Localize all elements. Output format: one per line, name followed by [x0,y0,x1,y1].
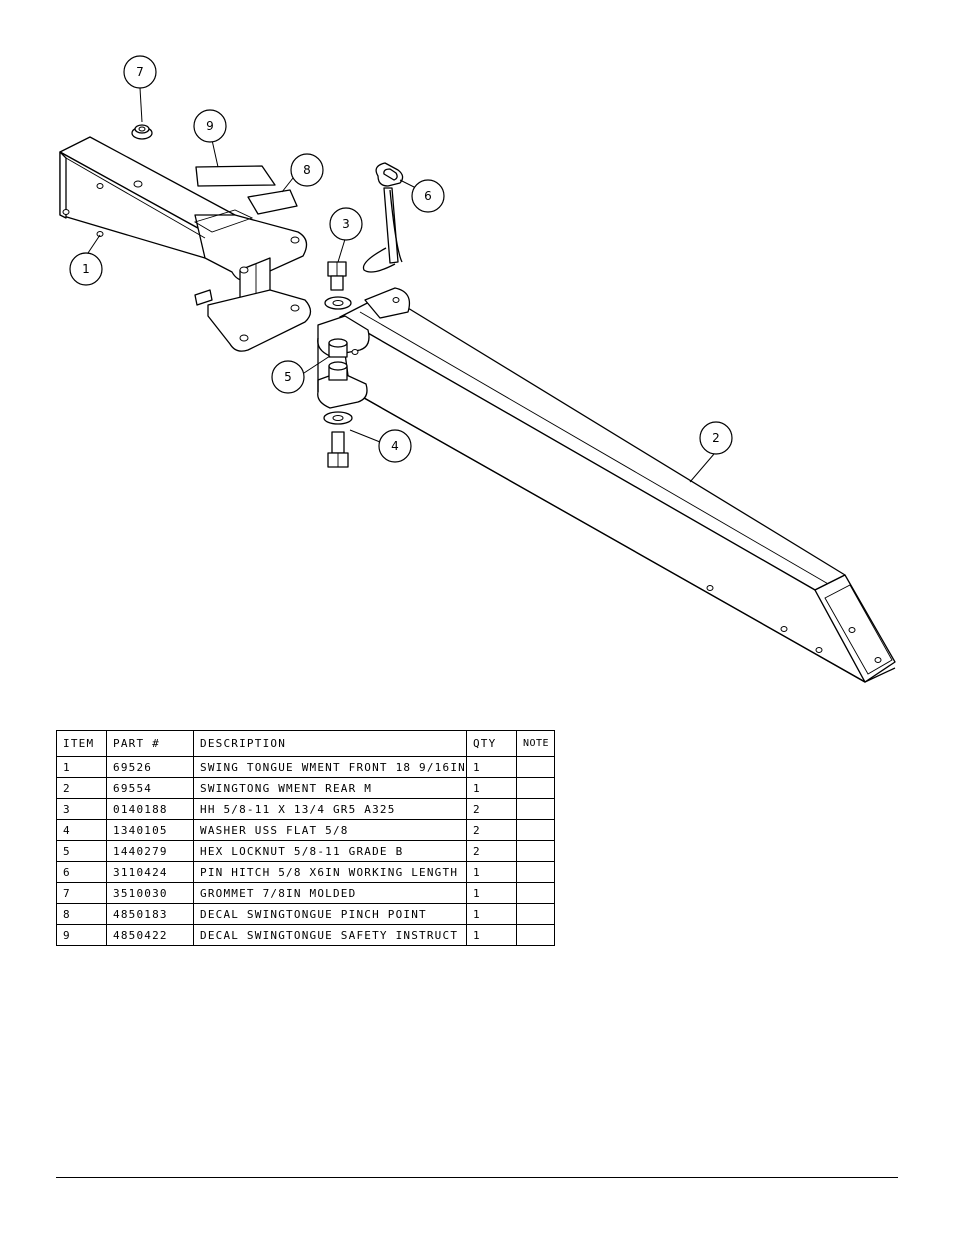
cell-note [515,903,555,925]
part-hex-locknut-upper [328,338,348,358]
svg-text:7: 7 [136,65,144,79]
svg-text:8: 8 [303,163,311,177]
cell-note [515,798,555,820]
cell-note [515,861,555,883]
cell-description: SWINGTONG WMENT REAR M [193,777,467,799]
callout-9: 9 [193,109,227,143]
cell-part-number: 69526 [106,756,194,778]
svg-text:6: 6 [424,189,432,203]
part-hex-bolt-lower [327,431,349,468]
table-row: 3 0140188 HH 5/8-11 X 13/4 GR5 A325 2 [56,798,555,820]
cell-qty: 2 [465,819,517,841]
cell-part-number: 3110424 [106,861,194,883]
callout-5: 5 [271,360,305,394]
svg-text:9: 9 [206,119,214,133]
cell-qty: 1 [465,756,517,778]
cell-part-number: 4850422 [106,924,194,946]
cell-description: PIN HITCH 5/8 X6IN WORKING LENGTH [193,861,467,883]
cell-description: HH 5/8-11 X 13/4 GR5 A325 [193,798,467,820]
svg-text:2: 2 [712,431,720,445]
header-description: DESCRIPTION [193,730,467,757]
leader-lines [87,87,715,483]
table-row: 5 1440279 HEX LOCKNUT 5/8-11 GRADE B 2 [56,840,555,862]
callout-6: 6 [411,179,445,213]
cell-part-number: 3510030 [106,882,194,904]
cell-note [515,840,555,862]
cell-description: GROMMET 7/8IN MOLDED [193,882,467,904]
cell-description: HEX LOCKNUT 5/8-11 GRADE B [193,840,467,862]
cell-item: 6 [56,861,107,883]
part-washer-lower [323,411,353,425]
table-row: 2 69554 SWINGTONG WMENT REAR M 1 [56,777,555,799]
cell-qty: 2 [465,840,517,862]
cell-note [515,882,555,904]
header-qty: QTY [465,730,517,757]
cell-part-number: 69554 [106,777,194,799]
cell-qty: 1 [465,924,517,946]
part-rear-swing-tongue [317,287,896,683]
cell-note [515,777,555,799]
part-grommet [131,124,153,140]
parts-list-table: ITEM PART # DESCRIPTION QTY NOTE 1 69526… [56,730,555,946]
table-row: 7 3510030 GROMMET 7/8IN MOLDED 1 [56,882,555,904]
table-row: 1 69526 SWING TONGUE WMENT FRONT 18 9/16… [56,756,555,778]
cell-item: 4 [56,819,107,841]
cell-description: DECAL SWINGTONGUE SAFETY INSTRUCT [193,924,467,946]
svg-text:5: 5 [284,370,292,384]
part-hex-locknut-lower [328,361,348,381]
exploded-assembly-drawing: 1 2 3 4 5 6 7 8 9 [59,55,896,683]
table-row: 6 3110424 PIN HITCH 5/8 X6IN WORKING LEN… [56,861,555,883]
svg-text:3: 3 [342,217,350,231]
callout-1: 1 [69,252,103,286]
callout-4: 4 [378,429,412,463]
cell-item: 7 [56,882,107,904]
cell-qty: 1 [465,882,517,904]
cell-item: 1 [56,756,107,778]
cell-part-number: 1340105 [106,819,194,841]
part-decal-pinch-point [247,189,298,215]
table-row: 4 1340105 WASHER USS FLAT 5/8 2 [56,819,555,841]
header-item: ITEM [56,730,107,757]
cell-qty: 1 [465,777,517,799]
callout-7: 7 [123,55,157,89]
cell-note [515,924,555,946]
cell-description: WASHER USS FLAT 5/8 [193,819,467,841]
cell-item: 3 [56,798,107,820]
cell-item: 9 [56,924,107,946]
cell-part-number: 1440279 [106,840,194,862]
callout-8: 8 [290,153,324,187]
cell-part-number: 0140188 [106,798,194,820]
cell-note [515,819,555,841]
cell-qty: 2 [465,798,517,820]
svg-text:4: 4 [391,439,399,453]
header-part-number: PART # [106,730,194,757]
cell-note [515,756,555,778]
cell-part-number: 4850183 [106,903,194,925]
footer-divider [56,1177,898,1178]
cell-description: DECAL SWINGTONGUE PINCH POINT [193,903,467,925]
cell-item: 8 [56,903,107,925]
part-hitch-pin [362,162,404,273]
table-row: 8 4850183 DECAL SWINGTONGUE PINCH POINT … [56,903,555,925]
cell-qty: 1 [465,903,517,925]
cell-qty: 1 [465,861,517,883]
part-decal-safety-instruct [195,165,276,187]
table-header-row: ITEM PART # DESCRIPTION QTY NOTE [56,730,555,757]
callout-2: 2 [699,421,733,455]
header-note: NOTE [515,730,555,757]
cell-item: 2 [56,777,107,799]
part-front-swing-tongue [59,136,312,352]
part-hex-bolt [327,261,347,291]
part-washer-upper [324,296,352,310]
cell-item: 5 [56,840,107,862]
table-row: 9 4850422 DECAL SWINGTONGUE SAFETY INSTR… [56,924,555,946]
callout-3: 3 [329,207,363,241]
svg-text:1: 1 [82,262,90,276]
cell-description: SWING TONGUE WMENT FRONT 18 9/16IN [193,756,467,778]
